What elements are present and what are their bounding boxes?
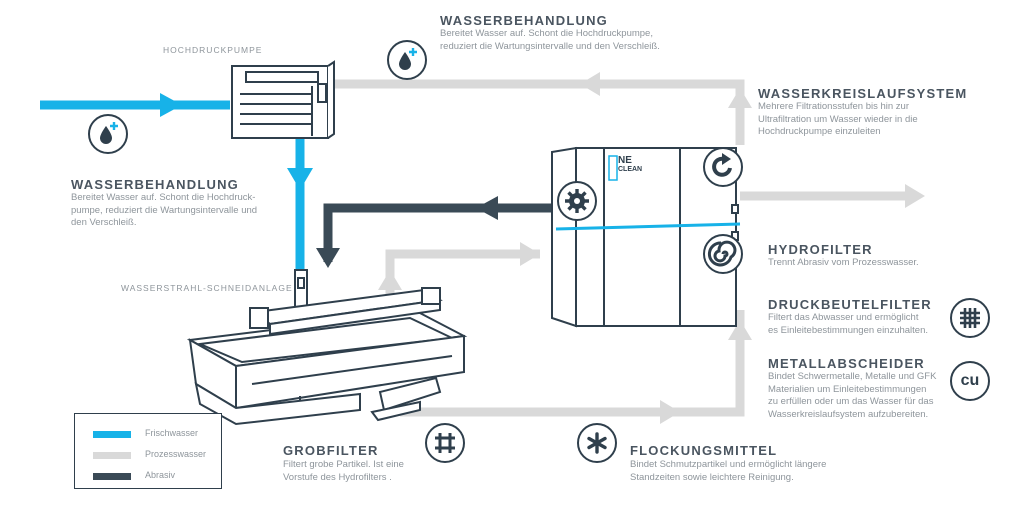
wasserbehandlung-top-desc: Bereitet Wasser auf. Schont die Hochdruc…: [440, 28, 740, 53]
circulation-icon: [703, 147, 743, 187]
desc-line: Filtert grobe Partikel. Ist eine: [283, 459, 404, 470]
high-pressure-pump: [231, 60, 335, 139]
legend-swatch-abrasiv: [93, 473, 131, 480]
legend-label-prozesswasser: Prozesswasser: [145, 449, 207, 459]
hydrofilter-desc: Trennt Abrasiv vom Prozesswasser.: [768, 257, 968, 270]
desc-line: Materialien um Einleitebestimmungen: [768, 383, 927, 395]
desc-line: Ultrafiltration um Wasser wieder in die: [758, 113, 918, 125]
fresh-water-band: [555, 222, 741, 231]
desc-line: Bindet Schwermetalle, Metalle und GFK: [768, 371, 937, 382]
desc-line: pumpe, reduziert die Wartungsintervalle …: [71, 204, 258, 216]
flockungsmittel-title: FLOCKUNGSMITTEL: [630, 443, 778, 458]
water-treatment-left-icon: [88, 114, 128, 154]
desc-line: Vorstufe des Hydrofilters .: [283, 471, 392, 483]
desc-line: Wasserkreislaufsystem aufzubereiten.: [768, 408, 929, 420]
label-hochdruckpumpe: HOCHDRUCKPUMPE: [163, 45, 263, 55]
legend-swatch-frischwasser: [93, 431, 131, 438]
metallabscheider-icon: cu: [950, 361, 990, 401]
spiral-icon: [708, 240, 737, 267]
label-schneidanlage: WASSERSTRAHL-SCHNEIDANLAGE: [121, 283, 293, 293]
process-water-arrows: [378, 72, 925, 424]
hydrofilter-icon: [703, 234, 743, 274]
druckbeutelfilter-desc: Filtert das Abwasser und ermöglicht es E…: [768, 312, 948, 337]
legend-label-frischwasser: Frischwasser: [145, 428, 199, 438]
wasserbehandlung-left-desc: Bereitet Wasser auf. Schont die Hochdruc…: [71, 192, 291, 230]
refresh-arrow-icon: [712, 153, 732, 177]
legend-row-prozesswasser: Prozesswasser: [75, 449, 221, 461]
water-treatment-top-icon: [387, 40, 427, 80]
flockungsmittel-desc: Bindet Schmutzpartikel und ermöglicht lä…: [630, 459, 870, 484]
waterjet-cutting-machine: [186, 269, 468, 426]
copper-symbol-icon: cu: [960, 372, 980, 389]
desc-line: zu erfüllen oder um das Wasser für das: [768, 396, 934, 407]
logo-line-2: CLEAN: [618, 166, 643, 173]
druckbeutelfilter-title: DRUCKBEUTELFILTER: [768, 297, 932, 312]
hash-grid-icon: [960, 308, 980, 328]
hydrofilter-title: HYDROFILTER: [768, 242, 873, 257]
oneclean-logo-text: NE CLEAN: [618, 156, 642, 174]
desc-line: reduziert die Wartungsintervalle und den…: [440, 40, 660, 52]
desc-line: den Verschleiß.: [71, 217, 137, 228]
water-drop-plus-icon: [100, 122, 118, 144]
desc-line: Filtert das Abwasser und ermöglicht: [768, 312, 919, 323]
wasserbehandlung-left-title: WASSERBEHANDLUNG: [71, 177, 239, 192]
desc-line: Bereitet Wasser auf. Schont die Hochdruc…: [71, 192, 256, 203]
hash-grid-icon: [435, 433, 455, 453]
metallabscheider-desc: Bindet Schwermetalle, Metalle und GFK Ma…: [768, 371, 948, 421]
legend-row-frischwasser: Frischwasser: [75, 428, 221, 440]
gear-icon: [565, 189, 589, 213]
metallabscheider-title: METALLABSCHEIDER: [768, 356, 925, 371]
legend-label-abrasiv: Abrasiv: [145, 470, 176, 480]
logo-line-1: NE: [618, 155, 632, 166]
abrasive-gear-icon-circle: [557, 181, 597, 221]
water-drop-plus-icon: [399, 48, 417, 70]
desc-line: Mehrere Filtrationsstufen bis hin zur: [758, 101, 910, 112]
fresh-water-arrows: [160, 93, 313, 190]
abrasive-arrows: [316, 196, 498, 268]
druckbeutelfilter-icon: [950, 298, 990, 338]
legend-swatch-prozesswasser: [93, 452, 131, 459]
flockungsmittel-icon: [577, 423, 617, 463]
grobfilter-desc: Filtert grobe Partikel. Ist eine Vorstuf…: [283, 459, 453, 484]
legend-row-abrasiv: Abrasiv: [75, 470, 221, 482]
desc-line: Hochdruckpumpe einzuleiten: [758, 126, 881, 137]
wasserbehandlung-top-title: WASSERBEHANDLUNG: [440, 13, 608, 28]
fresh-water-lines: [40, 100, 305, 270]
grobfilter-title: GROBFILTER: [283, 443, 379, 458]
desc-line: es Einleitebestimmungen einzuhalten.: [768, 324, 929, 336]
desc-line: Bereitet Wasser auf. Schont die Hochdruc…: [440, 28, 653, 39]
desc-line: Standzeiten sowie leichtere Reinigung.: [630, 471, 794, 483]
desc-line: Bindet Schmutzpartikel und ermöglicht lä…: [630, 459, 827, 470]
asterisk-icon: [587, 432, 607, 454]
legend: Frischwasser Prozesswasser Abrasiv: [74, 413, 222, 489]
desc-line: Trennt Abrasiv vom Prozesswasser.: [768, 257, 919, 268]
grobfilter-icon: [425, 423, 465, 463]
oneclean-logo: [608, 155, 618, 181]
wasserkreislauf-title: WASSERKREISLAUFSYSTEM: [758, 86, 968, 101]
wasserkreislauf-desc: Mehrere Filtrationsstufen bis hin zur Ul…: [758, 101, 958, 139]
